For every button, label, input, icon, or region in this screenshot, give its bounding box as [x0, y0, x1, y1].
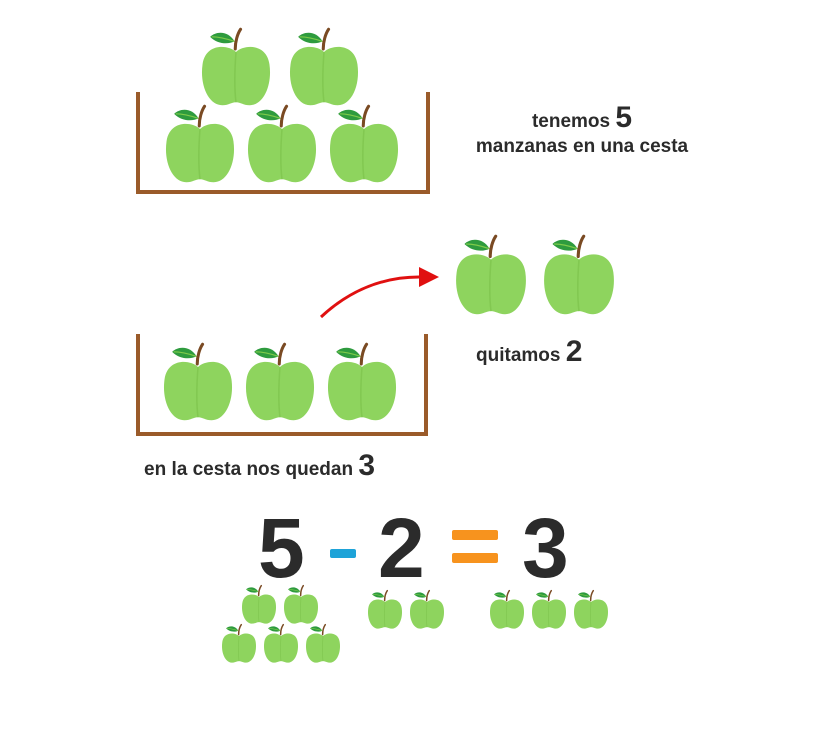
- basket-icon: [136, 92, 430, 194]
- equation-operand-2: 2: [378, 501, 425, 595]
- green-apple-icon: [240, 584, 278, 626]
- equation-operand-1: 5: [258, 501, 305, 595]
- remaining-caption: en la cesta nos quedan 3: [144, 448, 375, 484]
- green-apple-icon: [540, 232, 618, 320]
- green-apple-icon: [304, 622, 342, 666]
- green-apple-icon: [452, 232, 530, 320]
- green-apple-icon: [160, 340, 236, 426]
- green-apple-icon: [530, 588, 568, 632]
- green-apple-icon: [244, 102, 320, 188]
- green-apple-icon: [488, 588, 526, 632]
- green-apple-icon: [262, 622, 300, 666]
- green-apple-icon: [572, 588, 610, 632]
- removed-apples-caption: quitamos 2: [476, 334, 582, 370]
- caption-line-2: manzanas en una cesta: [475, 136, 689, 157]
- green-apple-icon: [162, 102, 238, 188]
- scene-remaining-basket: [130, 330, 440, 440]
- green-apple-icon: [220, 622, 258, 666]
- caption-number: 3: [358, 449, 376, 482]
- green-apple-icon: [282, 584, 320, 626]
- green-apple-icon: [242, 340, 318, 426]
- green-apple-icon: [198, 26, 274, 110]
- equals-sign-bottom: [452, 553, 498, 563]
- minus-sign: [330, 549, 356, 558]
- caption-number: 5: [615, 101, 633, 134]
- basket-icon: [136, 334, 428, 436]
- scene-full-basket: [130, 20, 440, 200]
- operand-1-apples: [220, 584, 344, 668]
- caption-text: quitamos: [476, 345, 566, 366]
- operand-2-apples: [366, 588, 450, 634]
- green-apple-icon: [324, 340, 400, 426]
- equation-result: 3: [522, 501, 569, 595]
- caption-text: en la cesta nos quedan: [144, 459, 359, 480]
- caption-line-1: tenemos 5: [452, 100, 712, 136]
- caption-number: 2: [565, 335, 583, 368]
- green-apple-icon: [326, 102, 402, 188]
- full-basket-caption: tenemos 5 manzanas en una cesta: [452, 100, 712, 159]
- green-apple-icon: [286, 26, 362, 110]
- result-apples: [488, 588, 614, 634]
- green-apple-icon: [366, 588, 404, 632]
- green-apple-icon: [408, 588, 446, 632]
- caption-text: tenemos: [531, 111, 616, 132]
- equals-sign-top: [452, 530, 498, 540]
- curved-arrow-icon: [319, 267, 439, 319]
